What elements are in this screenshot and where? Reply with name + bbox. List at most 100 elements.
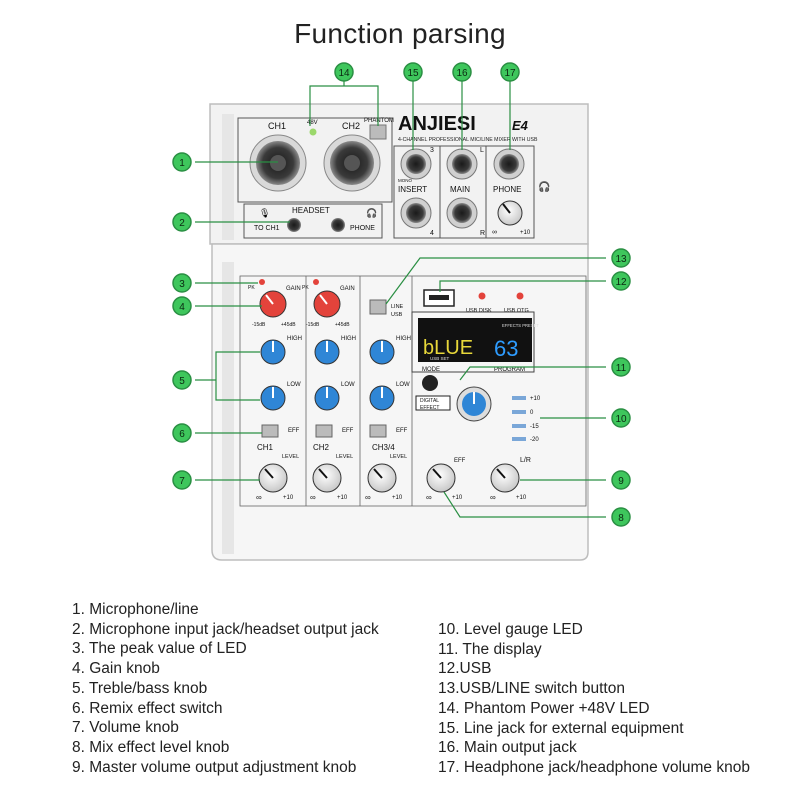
low-knob-ch2[interactable] (314, 385, 340, 411)
volume-knob-ch1[interactable] (258, 463, 288, 493)
low-label-ch1: LOW (287, 382, 301, 388)
gain-label-ch1: GAIN (286, 286, 301, 292)
model-label: E4 (512, 118, 529, 133)
callout-4: 4 (172, 296, 192, 316)
effect-label: EFFECT (420, 405, 439, 411)
high-knob-ch2[interactable] (314, 339, 340, 365)
callout-number: 4 (179, 302, 185, 313)
legend-item: 7. Volume knob (72, 719, 179, 737)
phone-plus10-label: +10 (520, 230, 531, 236)
phone-out-label: PHONE (493, 185, 521, 194)
callout-5: 5 (172, 370, 192, 390)
main-jack-l[interactable] (446, 148, 478, 180)
meter-0: 0 (530, 410, 534, 416)
program-knob[interactable] (456, 386, 492, 422)
ch1-label: CH1 (268, 121, 286, 131)
master-volume-knob[interactable] (490, 463, 520, 493)
insert-label: INSERT (398, 185, 427, 194)
callout-8: 8 (611, 507, 631, 527)
vol-plus10-ch1: +10 (283, 495, 294, 501)
legend-item: 4. Gain knob (72, 660, 160, 678)
mode-label: MODE (422, 367, 440, 373)
peak-label-ch1: PK (248, 285, 255, 291)
gain-knob-ch2[interactable] (313, 290, 341, 318)
eff-switch-ch1[interactable] (261, 424, 279, 438)
meter-plus10: +10 (530, 396, 541, 402)
ch1-strip-label: CH1 (257, 443, 274, 452)
ch2-strip-label: CH2 (313, 443, 330, 452)
callout-number: 11 (616, 363, 627, 374)
callout-12: 12 (611, 271, 631, 291)
legend-item: 6. Remix effect switch (72, 699, 223, 717)
vol-inf-ch1: ∞ (256, 493, 262, 502)
legend-item: 16. Main output jack (438, 739, 577, 757)
vol-inf-ch2: ∞ (310, 493, 316, 502)
eff-label-ch2: EFF (342, 428, 354, 434)
level-label-ch34: LEVEL (390, 454, 407, 460)
callout-number: 7 (179, 476, 185, 487)
callout-number: 12 (615, 277, 627, 288)
callout-number: 8 (618, 513, 624, 524)
high-knob-ch34[interactable] (369, 339, 395, 365)
to-ch1-label: TO CH1 (254, 225, 280, 232)
ch1-combo-jack[interactable] (249, 134, 307, 192)
peak-label-ch2: PK (302, 285, 309, 291)
gain-max-ch1: +45dB (281, 322, 296, 328)
mode-button[interactable] (422, 375, 438, 391)
peak-led-ch1 (259, 279, 265, 285)
callout-number: 17 (504, 68, 516, 79)
level-label-ch1: LEVEL (282, 454, 299, 460)
insert-jack-3[interactable] (400, 148, 432, 180)
callout-13: 13 (611, 248, 631, 268)
vol-plus10-ch2: +10 (337, 495, 348, 501)
insert-jack-4[interactable] (400, 197, 432, 229)
callout-14: 14 (334, 62, 354, 82)
main-jack-r[interactable] (446, 197, 478, 229)
ch34-strip-label: CH3/4 (372, 443, 395, 452)
ch2-combo-jack[interactable] (323, 134, 381, 192)
brand-label: ANJIESI (398, 113, 476, 135)
usb-disk-label: USB DISK (466, 308, 492, 314)
phone-jack[interactable] (493, 148, 525, 180)
phantom-48v-label: 48V (307, 120, 318, 126)
callout-number: 2 (179, 218, 185, 229)
jack-3-label: 3 (430, 147, 434, 154)
low-knob-ch34[interactable] (369, 385, 395, 411)
volume-knob-ch2[interactable] (312, 463, 342, 493)
high-knob-ch1[interactable] (260, 339, 286, 365)
usb-line-switch[interactable] (369, 299, 387, 315)
phantom-label: PHANTOM (364, 118, 394, 124)
legend-item: 1. Microphone/line (72, 601, 199, 618)
peak-led-ch2 (313, 279, 319, 285)
master-inf-label: ∞ (490, 493, 496, 502)
low-knob-ch1[interactable] (260, 385, 286, 411)
eff-level-knob[interactable] (426, 463, 456, 493)
phantom-button[interactable] (369, 124, 387, 140)
legend-item: 12.USB (438, 660, 492, 678)
callout-number: 6 (179, 429, 185, 440)
gain-knob-ch1[interactable] (259, 290, 287, 318)
headphone-volume-knob[interactable] (497, 200, 523, 226)
jack-4-label: 4 (430, 230, 434, 237)
callout-number: 13 (615, 254, 627, 265)
usb-disk-led (478, 292, 486, 300)
headset-phone-jack[interactable] (331, 218, 345, 232)
legend-left: 1. Microphone/line 2. Microphone input j… (72, 600, 379, 777)
eff-switch-ch2[interactable] (315, 424, 333, 438)
digital-effect-box (415, 395, 451, 411)
headphone-icon: 🎧 (366, 207, 377, 218)
mixer-figure: ANJIESI E4 4-CHANNEL PROFESSIONAL MIC/LI… (172, 62, 631, 561)
callout-number: 15 (407, 68, 419, 79)
high-label-ch34: HIGH (396, 336, 411, 342)
gain-min-ch1: -15dB (252, 322, 266, 328)
legend-item: 8. Mix effect level knob (72, 738, 230, 756)
eff-switch-ch34[interactable] (369, 424, 387, 438)
high-label-ch1: HIGH (287, 336, 302, 342)
volume-knob-ch34[interactable] (367, 463, 397, 493)
legend-item: 3. The peak value of LED (72, 640, 247, 658)
legend-item: 17. Headphone jack/headphone volume knob (438, 758, 750, 776)
headset-mic-jack[interactable] (287, 218, 301, 232)
callout-1: 1 (172, 152, 192, 172)
usb-otg-label: USB OTG (504, 308, 529, 314)
jack-l-label: L (480, 147, 484, 154)
